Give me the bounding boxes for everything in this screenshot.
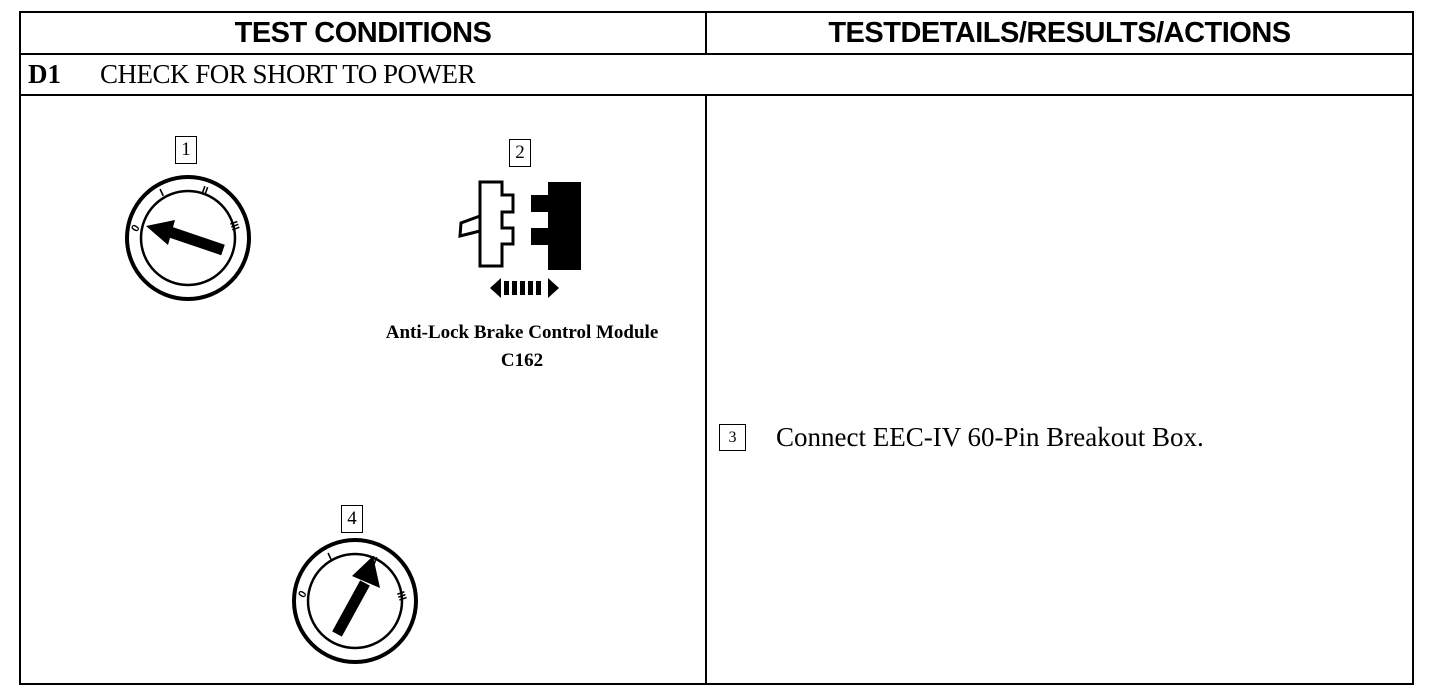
- header-test-details: TESTDETAILS/RESULTS/ACTIONS: [828, 16, 1291, 49]
- ignition-switch-run-icon: 0 I II III: [292, 538, 418, 664]
- switch-pos-start-label-2: III: [394, 590, 408, 603]
- column-divider-body: [705, 94, 707, 685]
- column-divider-top: [705, 11, 707, 54]
- step-row: D1 CHECK FOR SHORT TO POWER: [22, 55, 1412, 93]
- callout-2: 2: [509, 139, 531, 167]
- callout-3: 3: [719, 424, 746, 451]
- switch-pos-run-label: II: [200, 184, 210, 197]
- test-table: [19, 11, 1414, 685]
- action-connect-breakout-box: Connect EEC-IV 60-Pin Breakout Box.: [776, 422, 1204, 452]
- connector-caption-line2: C162: [500, 350, 544, 371]
- step-title: CHECK FOR SHORT TO POWER: [100, 58, 475, 89]
- switch-pos-off-label-2: 0: [296, 589, 309, 600]
- header-test-conditions: TEST CONDITIONS: [234, 16, 492, 49]
- switch-pos-acc-label: I: [158, 187, 166, 199]
- step-id: D1: [28, 58, 61, 89]
- step-divider: [19, 94, 1414, 96]
- connector-disconnect-icon: [458, 180, 581, 298]
- callout-1: 1: [175, 136, 197, 164]
- switch-pos-acc-label-2: I: [326, 551, 334, 563]
- callout-4: 4: [341, 505, 363, 533]
- switch-pos-start-label: III: [227, 220, 241, 233]
- switch-pos-off-label: 0: [129, 223, 142, 234]
- ignition-switch-off-icon: 0 I II III: [125, 175, 251, 301]
- connector-caption-line1: Anti-Lock Brake Control Module: [385, 322, 659, 343]
- header-divider: [19, 53, 1414, 55]
- connector-caption: Anti-Lock Brake Control Module C162: [340, 319, 704, 375]
